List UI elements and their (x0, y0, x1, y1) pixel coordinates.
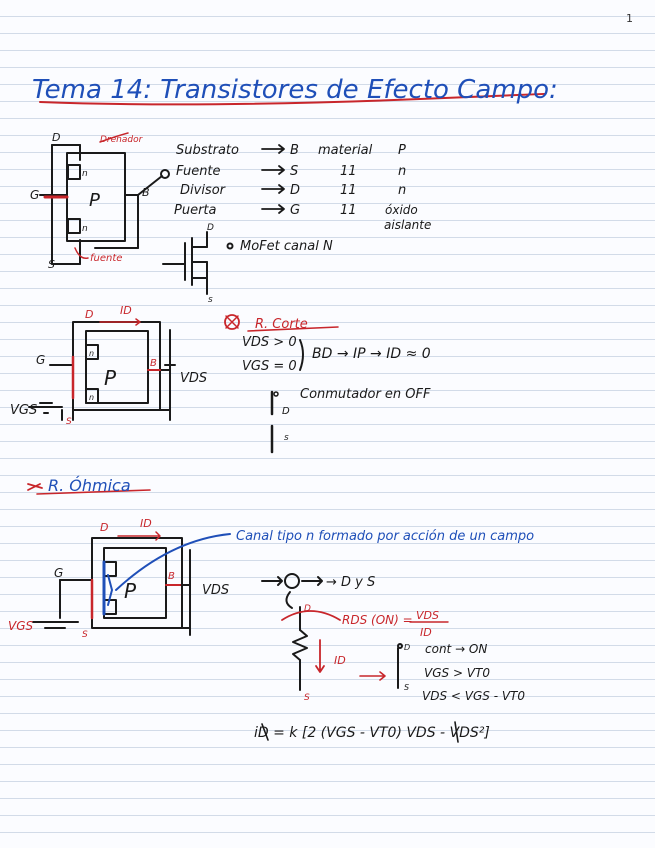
s3-label-id: ID (140, 517, 152, 530)
row0-val: material (318, 143, 373, 158)
row2-name: Divisor (180, 183, 227, 198)
page-number: 1 (626, 12, 633, 25)
row0-sym: B (290, 143, 299, 158)
row1-type: n (398, 164, 406, 179)
label-drenador: Drenador (100, 135, 144, 145)
s2-label-g: G (36, 353, 45, 367)
row3-type: óxido (385, 203, 418, 217)
s3-label-s: S (82, 630, 88, 640)
row2-sym: D (290, 183, 300, 198)
s3-label-g: G (54, 566, 63, 580)
s3-sw-s: S (404, 683, 409, 692)
s2-cond2: VGS = 0 (242, 359, 297, 374)
s3-cond1: VGS > VT0 (424, 666, 490, 680)
s2-result: BD → IP → ID ≈ 0 (312, 346, 431, 362)
s3-formula: iD = k [2 (VGS - VT0) VDS - VDS²] (254, 725, 490, 741)
s2-label-b: B (150, 358, 157, 369)
mosfet-d: D (207, 223, 214, 233)
s2-title: R. Corte (255, 317, 308, 332)
s3-label-vgs: VGS (8, 619, 34, 633)
s3-title: R. Óhmica (48, 476, 131, 495)
label-b: B (142, 186, 150, 199)
s3-cont: cont → ON (425, 642, 487, 656)
label-fuente: fuente (90, 253, 122, 264)
s2-switch: Conmutador en OFF (300, 387, 431, 402)
s3-label-vds: VDS (202, 583, 229, 598)
row0-name: Substrato (176, 143, 239, 158)
s3-r-d: D (304, 604, 311, 614)
s2-label-vds: VDS (180, 371, 207, 386)
s2-switch-d: D (282, 406, 290, 417)
label-n-top: n (82, 169, 88, 179)
s3-cond2: VDS < VGS - VT0 (422, 689, 525, 703)
label-aislante: aislante (384, 218, 431, 232)
row2-type: n (398, 183, 406, 198)
label-n-bottom: n (82, 224, 88, 234)
label-mosfet: MoFet canal N (240, 239, 333, 254)
s2-label-d: D (85, 308, 93, 321)
row1-sym: S (290, 164, 298, 179)
s3-label-d: D (100, 521, 108, 534)
s3-rds: RDS (ON) = (342, 613, 413, 627)
s3-rds-num: VDS (416, 609, 439, 622)
s3-id-arrow-label: ID (334, 654, 346, 667)
s3-label-b: B (168, 571, 175, 582)
s3-canal-note: Canal tipo n formado por acción de un ca… (236, 529, 534, 544)
s2-label-n-bottom: n (89, 393, 94, 402)
s3-r-s: S (304, 693, 310, 703)
label-d: D (52, 131, 60, 144)
row0-type: P (398, 143, 406, 158)
s2-label-id: ID (120, 304, 132, 317)
row3-sym: G (290, 203, 300, 218)
label-s: S (48, 258, 55, 271)
label-p-substrate: P (89, 190, 100, 211)
row3-val: 11 (340, 203, 357, 218)
row1-name: Fuente (176, 164, 221, 179)
s2-label-p: P (104, 366, 117, 390)
s2-label-s: S (66, 417, 72, 427)
s3-dys: → D y S (326, 575, 375, 590)
s2-cond1: VDS > 0 (242, 335, 297, 350)
s2-label-n-top: n (89, 349, 94, 358)
label-g: G (30, 188, 39, 202)
s3-label-p: P (124, 579, 137, 603)
mosfet-s: s (208, 295, 213, 305)
s2-switch-s: s (284, 433, 289, 443)
row3-name: Puerta (174, 203, 217, 218)
s3-rds-den: ID (420, 626, 432, 639)
row1-val: 11 (340, 164, 357, 179)
s3-sw-d: D (404, 643, 410, 652)
s2-label-vgs: VGS (10, 403, 37, 418)
page-title: Tema 14: Transistores de Efecto Campo: (32, 75, 558, 105)
row2-val: 11 (340, 183, 357, 198)
